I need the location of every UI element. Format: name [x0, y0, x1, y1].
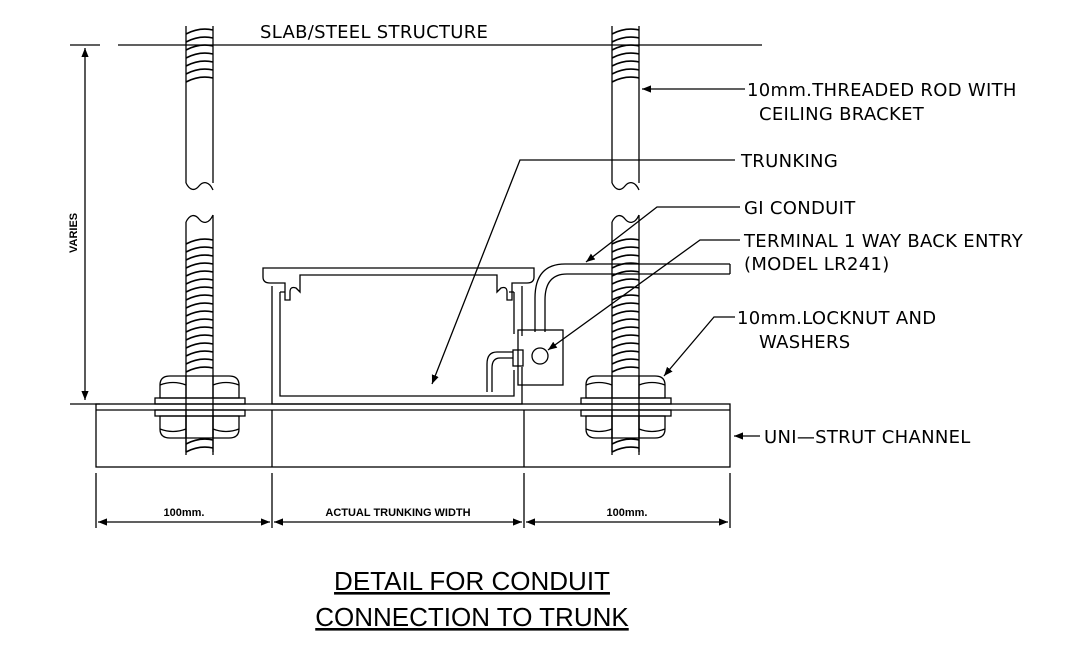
- thread-mark: [185, 350, 214, 357]
- title-line1: DETAIL FOR CONDUIT: [334, 566, 610, 596]
- thread-mark: [185, 438, 214, 445]
- thread-mark: [611, 318, 640, 325]
- unistrut-label: UNI—STRUT CHANNEL: [764, 427, 971, 448]
- thread-mark: [185, 326, 214, 333]
- thread-mark: [185, 358, 214, 365]
- thread-mark: [185, 60, 214, 67]
- threaded-rod-label-line2: CEILING BRACKET: [759, 104, 925, 125]
- thread-mark: [611, 68, 640, 75]
- thread-mark: [185, 342, 214, 349]
- rod-through-channel: [185, 411, 640, 455]
- thread-mark: [185, 310, 214, 317]
- thread-mark: [185, 246, 214, 253]
- dim-left-label: 100mm.: [164, 507, 205, 519]
- thread-mark: [611, 366, 640, 373]
- thread-mark: [185, 278, 214, 285]
- thread-mark: [185, 286, 214, 293]
- thread-mark: [611, 44, 640, 51]
- thread-mark: [611, 334, 640, 341]
- slab-label: SLAB/STEEL STRUCTURE: [260, 22, 488, 43]
- thread-mark: [611, 52, 640, 59]
- thread-mark: [611, 294, 640, 301]
- trunking-label: TRUNKING: [740, 151, 838, 172]
- terminal-box: [486, 329, 564, 392]
- thread-mark: [611, 302, 640, 309]
- thread-mark: [185, 262, 214, 269]
- thread-mark: [185, 270, 214, 277]
- varies-label: VARIES: [68, 213, 80, 253]
- locknut-right: [580, 375, 672, 439]
- width-dimensions: [95, 473, 731, 528]
- thread-mark: [185, 254, 214, 261]
- thread-mark: [185, 68, 214, 75]
- threaded-rod-label-line1: 10mm.THREADED ROD WITH: [747, 80, 1017, 101]
- terminal-label-line2: (MODEL LR241): [744, 254, 890, 275]
- thread-mark: [611, 350, 640, 357]
- gi-conduit: [534, 263, 731, 332]
- threaded-rod-right-upper: [611, 26, 640, 191]
- thread-mark: [611, 358, 640, 365]
- thread-mark: [611, 270, 640, 277]
- terminal-label-line1: TERMINAL 1 WAY BACK ENTRY: [743, 231, 1024, 252]
- thread-mark: [611, 310, 640, 317]
- thread-mark: [611, 254, 640, 261]
- locknut-label-line2: WASHERS: [759, 332, 851, 353]
- dim-middle-label: ACTUAL TRUNKING WIDTH: [325, 507, 470, 519]
- varies-dimension: [70, 48, 100, 405]
- thread-mark: [185, 446, 214, 453]
- threaded-rod-left-upper: [185, 26, 214, 191]
- thread-mark: [185, 302, 214, 309]
- thread-mark: [611, 60, 640, 67]
- title-line2: CONNECTION TO TRUNK: [315, 602, 629, 632]
- trunking: [262, 267, 535, 405]
- thread-mark: [185, 28, 214, 35]
- leader-lines: [431, 85, 760, 440]
- threaded-rod-left-lower: [185, 214, 214, 452]
- thread-mark: [185, 238, 214, 245]
- thread-mark: [611, 278, 640, 285]
- thread-mark: [611, 246, 640, 253]
- thread-mark: [611, 238, 640, 245]
- thread-mark: [611, 28, 640, 35]
- thread-mark: [611, 342, 640, 349]
- locknut-label-line1: 10mm.LOCKNUT AND: [737, 308, 936, 329]
- gi-conduit-label: GI CONDUIT: [744, 198, 856, 219]
- thread-mark: [185, 318, 214, 325]
- thread-mark: [185, 76, 214, 83]
- thread-mark: [185, 294, 214, 301]
- thread-mark: [185, 36, 214, 43]
- thread-mark: [611, 76, 640, 83]
- thread-mark: [185, 52, 214, 59]
- locknut-left: [154, 375, 246, 439]
- thread-mark: [611, 286, 640, 293]
- thread-mark: [185, 366, 214, 373]
- dim-right-label: 100mm.: [607, 507, 648, 519]
- thread-mark: [611, 446, 640, 453]
- thread-mark: [185, 44, 214, 51]
- thread-mark: [611, 36, 640, 43]
- thread-mark: [185, 334, 214, 341]
- thread-mark: [611, 326, 640, 333]
- thread-mark: [611, 438, 640, 445]
